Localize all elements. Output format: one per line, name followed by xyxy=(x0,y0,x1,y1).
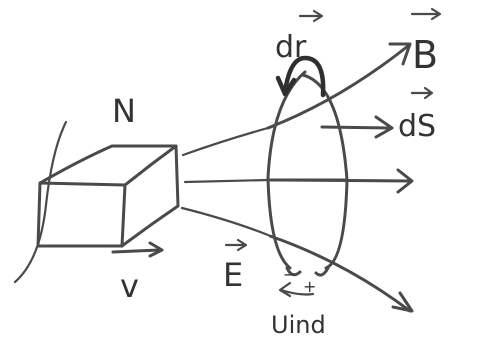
velocity-label: v xyxy=(120,267,139,305)
bar-magnet xyxy=(13,120,180,284)
svg-text:dr: dr xyxy=(275,30,307,65)
dr-circulation-arrow xyxy=(275,55,326,98)
area-element-label: dS xyxy=(398,86,436,144)
svg-text:B: B xyxy=(412,33,438,77)
line-element-label: dr xyxy=(275,9,324,65)
velocity-arrow xyxy=(111,241,164,258)
induced-voltage-arrow xyxy=(278,281,315,298)
svg-text:dS: dS xyxy=(398,109,436,144)
magnetic-field-label: B xyxy=(410,7,442,77)
induced-voltage-label: Uind xyxy=(271,311,326,339)
conducting-loop xyxy=(266,70,349,277)
ds-normal-arrow xyxy=(320,115,394,139)
svg-text:E: E xyxy=(223,256,243,294)
minus-terminal-label: − xyxy=(283,265,296,284)
electric-field-label: E xyxy=(223,238,248,294)
plus-terminal-label: + xyxy=(303,277,316,296)
field-lines xyxy=(180,42,414,313)
north-pole-label: N xyxy=(112,92,136,130)
